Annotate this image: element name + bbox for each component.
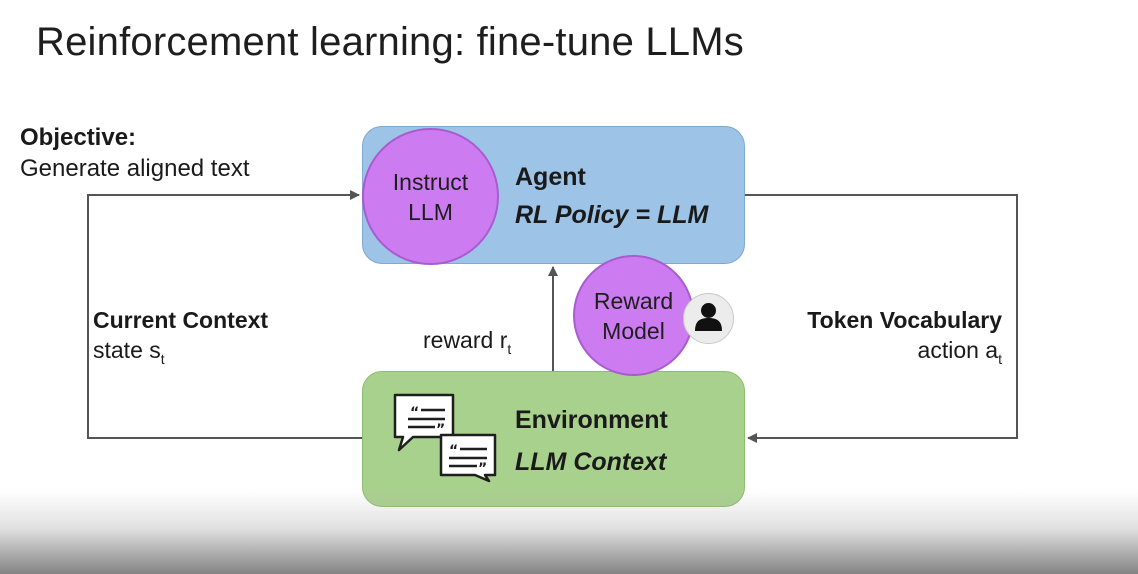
instruct-llm-circle: Instruct LLM (362, 128, 499, 265)
current-context-title: Current Context (93, 307, 269, 333)
action-text: action a (917, 337, 999, 363)
current-context-label: Current Context state st (93, 305, 268, 374)
slide-title: Reinforcement learning: fine-tune LLMs (36, 20, 744, 64)
environment-title: Environment (515, 406, 668, 434)
objective-label: Objective: (20, 124, 137, 151)
reward-model-line1: Reward (593, 287, 674, 314)
reward-label: reward rt (423, 327, 511, 357)
agent-title: Agent (515, 163, 586, 191)
instruct-llm-line2: LLM (408, 198, 453, 225)
token-vocabulary-label: Token Vocabulary action at (807, 305, 1002, 374)
state-subscript: t (160, 351, 165, 367)
environment-subtitle: LLM Context (515, 448, 667, 476)
instruct-llm-line1: Instruct (392, 168, 469, 195)
svg-text:”: ” (436, 422, 445, 438)
objective-text: Generate aligned text (20, 155, 250, 182)
agent-subtitle: RL Policy = LLM (515, 201, 709, 229)
person-icon (683, 293, 734, 344)
objective-block: Objective: Generate aligned text (20, 122, 250, 184)
bottom-shade (0, 490, 1138, 574)
token-vocabulary-title: Token Vocabulary (807, 307, 1002, 333)
reward-model-circle: Reward Model (573, 255, 694, 376)
svg-text:”: ” (478, 461, 487, 477)
action-edge (745, 194, 1018, 443)
svg-text:“: “ (449, 443, 458, 459)
state-edge (87, 190, 362, 439)
reward-model-line2: Model (602, 317, 665, 344)
reward-text: reward r (423, 327, 508, 353)
speech-bubbles-icon: “ ” “ ” (393, 393, 497, 483)
svg-text:“: “ (410, 405, 419, 421)
environment-box: Environment LLM Context (362, 371, 745, 507)
state-text: state s (93, 337, 161, 363)
reward-subscript: t (507, 341, 512, 357)
action-subscript: t (998, 351, 1002, 367)
